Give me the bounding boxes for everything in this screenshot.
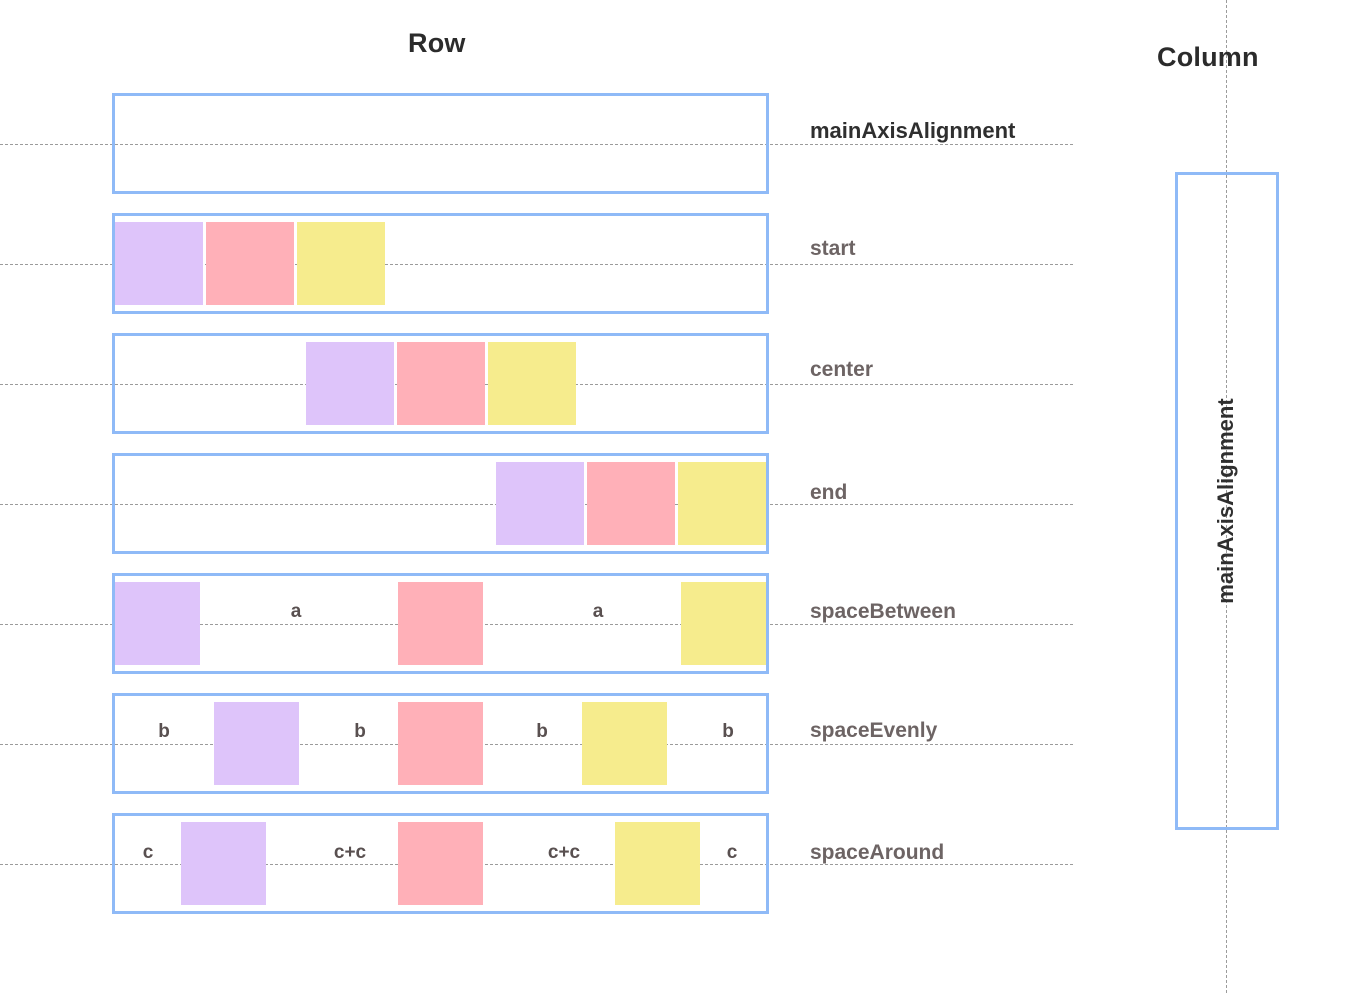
item-box-pink[interactable] <box>587 462 675 545</box>
gap-label-spaceAround-4: c <box>726 842 738 863</box>
row-label-center: center <box>810 358 874 381</box>
item-box-purple[interactable] <box>115 582 200 665</box>
column-heading: Column <box>1157 42 1259 72</box>
guide-line-column-axis <box>1226 0 1227 993</box>
gap-label-spaceBetween-1: a <box>290 601 302 622</box>
item-box-yellow[interactable] <box>297 222 385 305</box>
gap-label-spaceEvenly-2: b <box>354 721 366 742</box>
row-label-mainAxisAlignment: mainAxisAlignment <box>810 118 1016 143</box>
gap-label-spaceEvenly-3: b <box>536 721 548 742</box>
row-container-spaceEvenly[interactable] <box>112 693 769 794</box>
row-label-end: end <box>810 481 848 504</box>
gap-label-spaceBetween-2: a <box>592 601 604 622</box>
item-box-pink[interactable] <box>398 702 483 785</box>
item-box-purple[interactable] <box>496 462 584 545</box>
item-box-pink[interactable] <box>206 222 294 305</box>
item-box-purple[interactable] <box>214 702 299 785</box>
gap-label-spaceEvenly-1: b <box>158 721 170 742</box>
guide-line-row-2 <box>0 264 1073 265</box>
row-label-spaceAround: spaceAround <box>810 841 945 864</box>
item-box-yellow[interactable] <box>615 822 700 905</box>
row-container-end[interactable] <box>112 453 769 554</box>
row-container-spaceAround[interactable] <box>112 813 769 914</box>
gap-label-spaceEvenly-4: b <box>722 721 734 742</box>
guide-line-row-1 <box>0 144 1073 145</box>
row-label-spaceEvenly: spaceEvenly <box>810 719 938 742</box>
guide-line-row-7 <box>0 864 1073 865</box>
row-heading: Row <box>408 28 466 58</box>
gap-label-spaceAround-2: c+c <box>333 842 367 863</box>
guide-line-row-5 <box>0 624 1073 625</box>
row-container-mainAxisAlignment[interactable] <box>112 93 769 194</box>
row-label-spaceBetween: spaceBetween <box>810 600 956 623</box>
gap-label-spaceAround-3: c+c <box>547 842 581 863</box>
item-box-yellow[interactable] <box>681 582 766 665</box>
gap-label-spaceAround-1: c <box>142 842 154 863</box>
row-container-center[interactable] <box>112 333 769 434</box>
guide-line-row-6 <box>0 744 1073 745</box>
column-container[interactable] <box>1175 172 1279 830</box>
column-axis-label: mainAxisAlignment <box>1213 398 1238 604</box>
item-box-yellow[interactable] <box>678 462 766 545</box>
item-box-yellow[interactable] <box>487 342 576 425</box>
item-box-pink[interactable] <box>396 342 485 425</box>
row-container-start[interactable] <box>112 213 769 314</box>
item-box-pink[interactable] <box>398 822 483 905</box>
item-box-pink[interactable] <box>398 582 483 665</box>
item-box-purple[interactable] <box>115 222 203 305</box>
item-box-purple[interactable] <box>305 342 394 425</box>
item-box-yellow[interactable] <box>582 702 667 785</box>
item-box-purple[interactable] <box>181 822 266 905</box>
row-container-spaceBetween[interactable] <box>112 573 769 674</box>
row-label-start: start <box>810 237 856 260</box>
